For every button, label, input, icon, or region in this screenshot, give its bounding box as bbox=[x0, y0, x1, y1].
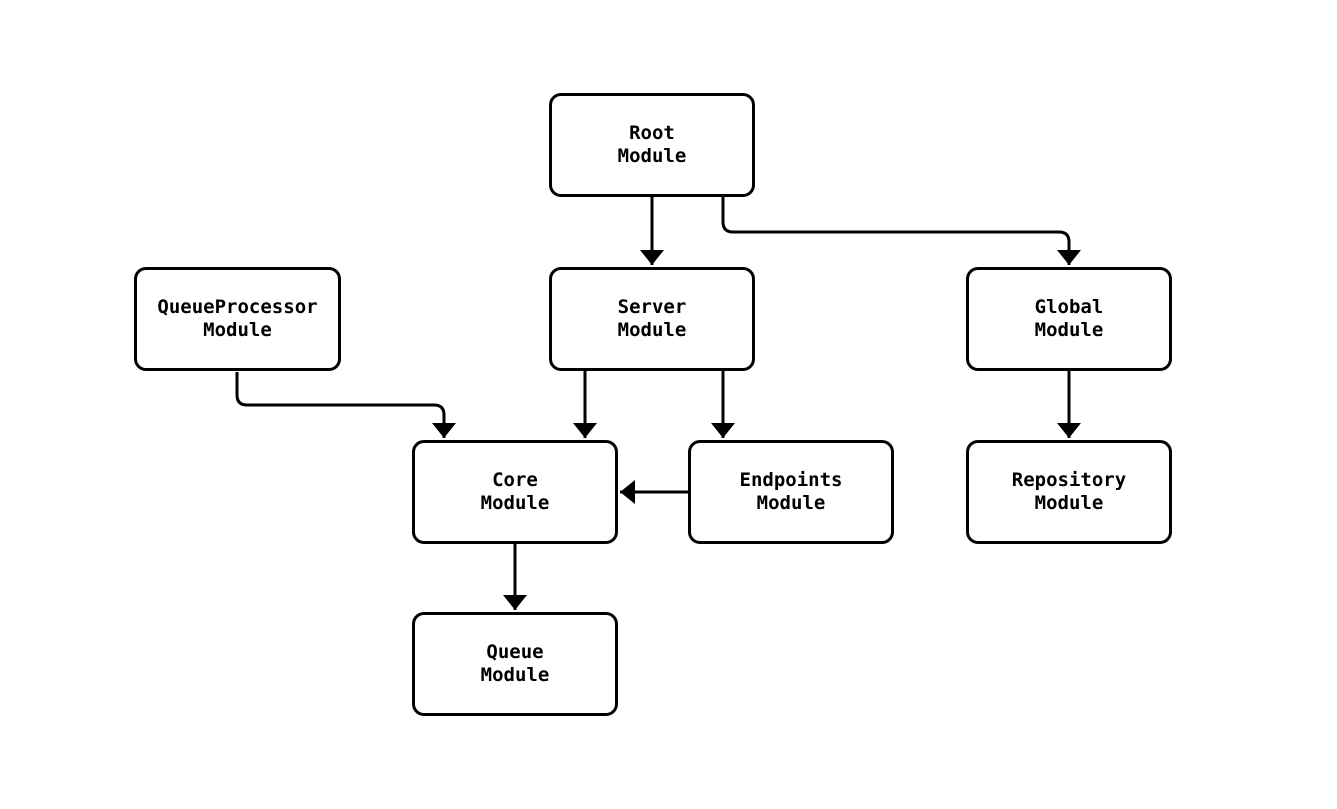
node-label: Server Module bbox=[617, 296, 687, 341]
edge-root-to-global bbox=[721, 197, 1081, 265]
node-label: Global Module bbox=[1034, 296, 1104, 341]
node-global-module: Global Module bbox=[966, 267, 1172, 371]
node-queue-module: Queue Module bbox=[412, 612, 618, 716]
node-endpoints-module: Endpoints Module bbox=[688, 440, 894, 544]
node-root-module: Root Module bbox=[549, 93, 755, 197]
node-queueprocessor-module: QueueProcessor Module bbox=[134, 267, 341, 371]
node-label: Core Module bbox=[480, 469, 550, 514]
node-server-module: Server Module bbox=[549, 267, 755, 371]
node-label: QueueProcessor Module bbox=[157, 296, 318, 341]
node-label: Repository Module bbox=[1011, 469, 1127, 514]
node-label: Queue Module bbox=[480, 641, 550, 686]
node-label: Endpoints Module bbox=[739, 469, 843, 514]
edge-queueprocessor-to-core bbox=[235, 372, 456, 438]
node-label: Root Module bbox=[617, 122, 687, 167]
node-core-module: Core Module bbox=[412, 440, 618, 544]
node-repository-module: Repository Module bbox=[966, 440, 1172, 544]
